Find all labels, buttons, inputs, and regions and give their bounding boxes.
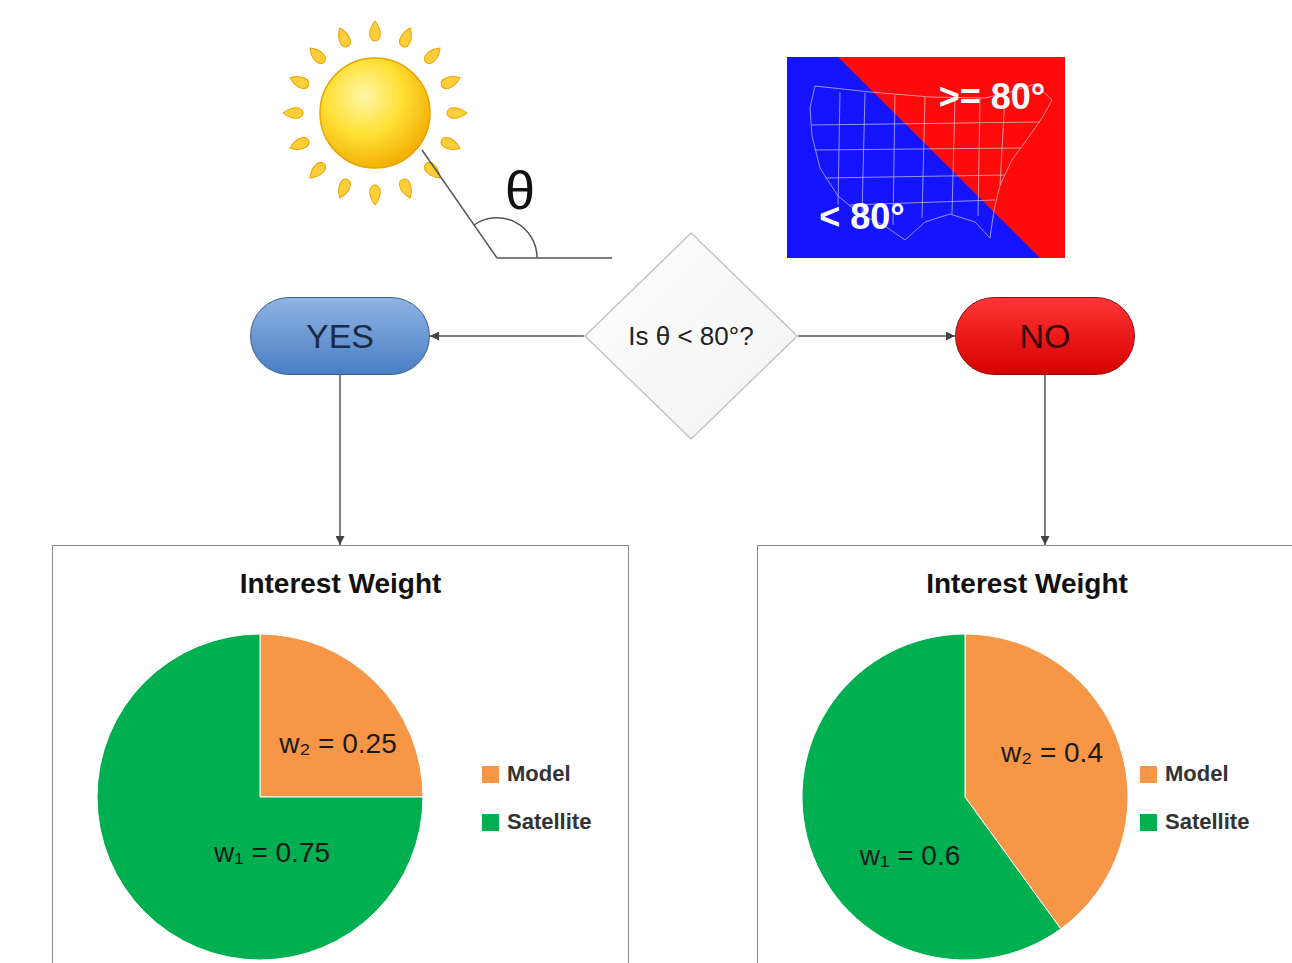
- no-terminal: NO: [955, 297, 1135, 375]
- flow-arrow: [1044, 375, 1046, 545]
- legend-entry: Satellite: [1140, 809, 1249, 835]
- sun-ray: [288, 73, 311, 90]
- sun-ray: [283, 108, 303, 119]
- legend-text: Satellite: [507, 809, 591, 835]
- legend-text: Satellite: [1165, 809, 1249, 835]
- sun-ray: [306, 160, 328, 182]
- pie-chart: [97, 634, 423, 960]
- sun-ray: [370, 185, 381, 205]
- sun-ray: [422, 44, 444, 66]
- legend-entry: Model: [482, 761, 571, 787]
- legend-text: Model: [1165, 761, 1229, 787]
- sun-icon: [283, 21, 467, 205]
- sun-ray: [398, 178, 415, 201]
- yes-terminal: YES: [250, 297, 430, 375]
- legend-text: Model: [507, 761, 571, 787]
- node-label: Is θ < 80°?: [628, 321, 753, 352]
- node-label: NO: [1020, 317, 1071, 356]
- pie-slice: [260, 634, 423, 797]
- sun-ray: [288, 136, 311, 153]
- weight-label: w₁ = 0.6: [860, 840, 961, 872]
- weight-label: w₂ = 0.25: [279, 728, 397, 760]
- flow-arrow: [798, 335, 955, 337]
- angle-symbol: [422, 150, 612, 258]
- map-region-label: >= 80°: [939, 76, 1046, 118]
- panel-title: Interest Weight: [240, 568, 442, 600]
- pie-slice: [802, 634, 1061, 960]
- legend-entry: Model: [1140, 761, 1229, 787]
- weight-label: w₁ = 0.75: [214, 837, 330, 869]
- legend-swatch: [1140, 766, 1157, 783]
- flow-arrow: [430, 335, 584, 337]
- legend-swatch: [482, 814, 499, 831]
- us-map: [787, 57, 1065, 258]
- decision-diamond: Is θ < 80°?: [584, 232, 798, 440]
- weight-label: w₂ = 0.4: [1001, 737, 1103, 769]
- angle-symbol-label: θ: [505, 159, 535, 221]
- map-region-label: < 80°: [819, 196, 904, 238]
- sun-ray: [335, 26, 352, 49]
- pie-charts: [97, 634, 1128, 960]
- sun-ray: [398, 26, 415, 49]
- panel-title: Interest Weight: [926, 568, 1128, 600]
- sun-ray: [422, 160, 444, 182]
- sun-ray: [440, 136, 463, 153]
- legend-swatch: [1140, 814, 1157, 831]
- legend-swatch: [482, 766, 499, 783]
- sun-ray: [335, 178, 352, 201]
- legend-entry: Satellite: [482, 809, 591, 835]
- sun-ray: [447, 108, 467, 119]
- pie-slice: [97, 634, 423, 960]
- sun-ray: [306, 44, 328, 66]
- sun-ray: [370, 21, 381, 41]
- pie-chart: [802, 634, 1128, 960]
- node-label: YES: [306, 317, 374, 356]
- flow-arrow: [339, 375, 341, 545]
- sun-ray: [440, 73, 463, 90]
